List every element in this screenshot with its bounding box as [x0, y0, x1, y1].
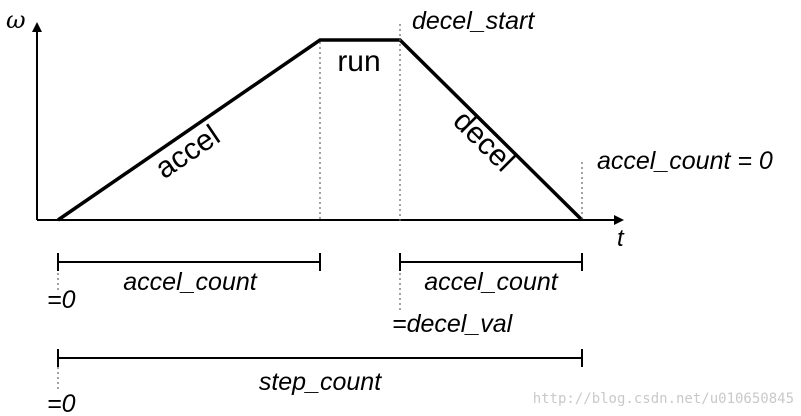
y-axis-label: ω: [6, 6, 26, 34]
watermark: http://blog.csdn.net/u010650845: [533, 391, 794, 407]
decel-val-label: =decel_val: [392, 310, 514, 338]
accel-count-bracket-right: [399, 253, 583, 271]
decel-label: decel: [447, 104, 521, 178]
velocity-profile-line: [57, 38, 584, 222]
x-axis-label: t: [617, 225, 625, 252]
step-count-label: step_count: [259, 368, 382, 396]
decel-start-label: decel_start: [412, 7, 535, 35]
run-label: run: [337, 45, 380, 78]
accel-count-bracket-left: [57, 253, 321, 271]
accel-zero-label: =0: [47, 286, 76, 314]
accel-count-right-label: accel_count: [424, 268, 558, 296]
step-count-bracket: [57, 349, 583, 367]
accel-count-left-label: accel_count: [123, 268, 257, 296]
step-zero-label: =0: [47, 390, 76, 416]
accel-count-zero-label: accel_count = 0: [597, 147, 773, 175]
